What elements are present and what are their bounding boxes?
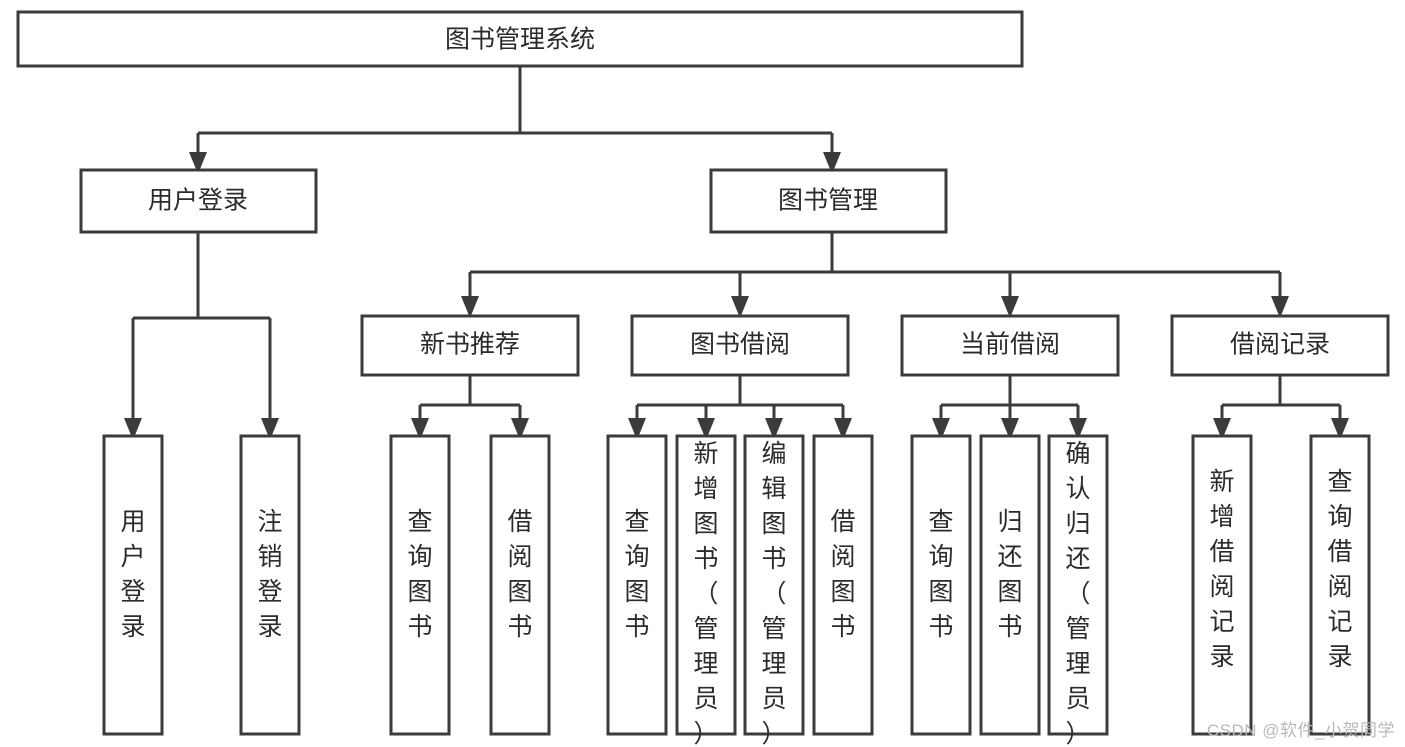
node-book-manage[interactable]: 图书管理 bbox=[709, 168, 948, 234]
edges-user-login-to-leaves bbox=[124, 232, 279, 440]
node-leaf-query-book-2-box[interactable] bbox=[606, 434, 668, 736]
node-borrow-record[interactable]: 借阅记录 bbox=[1170, 314, 1390, 377]
node-leaf-query-book-3-label: 查询图书 bbox=[928, 508, 953, 641]
leaf-nodes: 用户登录 注销登录 查询图书 借阅图书 查询图书 新增图书（管理员） 编辑图书（… bbox=[102, 434, 1371, 747]
node-leaf-add-book-label: 新增图书（管理员） bbox=[693, 440, 718, 747]
node-leaf-add-book[interactable]: 新增图书（管理员） bbox=[675, 434, 737, 747]
node-book-borrow-label: 图书借阅 bbox=[690, 331, 790, 359]
node-user-login-box[interactable] bbox=[79, 168, 318, 234]
node-root-label: 图书管理系统 bbox=[445, 26, 595, 54]
node-leaf-return-book-box[interactable] bbox=[979, 434, 1041, 736]
node-user-login-label: 用户登录 bbox=[148, 187, 248, 215]
node-new-book-recommend-box[interactable] bbox=[360, 314, 580, 377]
node-leaf-query-book-2[interactable]: 查询图书 bbox=[606, 434, 668, 736]
node-leaf-logout-label: 注销登录 bbox=[257, 508, 282, 641]
node-leaf-query-book-1[interactable]: 查询图书 bbox=[389, 434, 451, 736]
node-leaf-add-book-box[interactable] bbox=[675, 434, 737, 736]
node-leaf-query-book-3[interactable]: 查询图书 bbox=[910, 434, 972, 736]
node-book-borrow-box[interactable] bbox=[630, 314, 850, 377]
node-borrow-record-label: 借阅记录 bbox=[1230, 331, 1330, 359]
node-current-borrow[interactable]: 当前借阅 bbox=[900, 314, 1120, 377]
node-book-borrow[interactable]: 图书借阅 bbox=[630, 314, 850, 377]
node-current-borrow-label: 当前借阅 bbox=[960, 331, 1060, 359]
node-leaf-borrow-book-1-label: 借阅图书 bbox=[507, 508, 532, 641]
node-leaf-user-login-label: 用户登录 bbox=[120, 508, 145, 641]
node-leaf-user-login-box[interactable] bbox=[102, 434, 164, 736]
node-book-manage-box[interactable] bbox=[709, 168, 948, 234]
node-leaf-borrow-book-2[interactable]: 借阅图书 bbox=[812, 434, 874, 736]
node-leaf-borrow-book-2-box[interactable] bbox=[812, 434, 874, 736]
node-current-borrow-box[interactable] bbox=[900, 314, 1120, 377]
edges-book-manage-to-level3 bbox=[461, 232, 1289, 318]
node-leaf-add-record[interactable]: 新增借阅记录 bbox=[1191, 434, 1253, 736]
node-leaf-query-record[interactable]: 查询借阅记录 bbox=[1309, 434, 1371, 736]
node-leaf-query-record-box[interactable] bbox=[1309, 434, 1371, 736]
edges-new-book-recommend-to-leaves bbox=[411, 375, 529, 440]
node-root-box[interactable] bbox=[16, 10, 1024, 68]
node-leaf-query-record-label: 查询借阅记录 bbox=[1327, 468, 1352, 671]
node-leaf-edit-book[interactable]: 编辑图书（管理员） bbox=[743, 434, 805, 747]
node-borrow-record-box[interactable] bbox=[1170, 314, 1390, 377]
node-leaf-add-record-box[interactable] bbox=[1191, 434, 1253, 736]
node-book-manage-label: 图书管理 bbox=[778, 187, 878, 215]
node-leaf-query-book-3-box[interactable] bbox=[910, 434, 972, 736]
edges-borrow-record-to-leaves bbox=[1213, 375, 1349, 440]
node-leaf-borrow-book-2-label: 借阅图书 bbox=[830, 508, 855, 641]
node-leaf-logout-box[interactable] bbox=[239, 434, 301, 736]
node-leaf-edit-book-label: 编辑图书（管理员） bbox=[761, 440, 786, 747]
node-leaf-logout[interactable]: 注销登录 bbox=[239, 434, 301, 736]
edges-current-borrow-to-leaves bbox=[932, 375, 1087, 440]
node-leaf-confirm-return-box[interactable] bbox=[1047, 434, 1109, 736]
node-leaf-user-login[interactable]: 用户登录 bbox=[102, 434, 164, 736]
edges-root-to-level2 bbox=[189, 66, 841, 174]
node-leaf-return-book-label: 归还图书 bbox=[997, 508, 1022, 641]
node-leaf-query-book-2-label: 查询图书 bbox=[624, 508, 649, 641]
node-leaf-borrow-book-1-box[interactable] bbox=[489, 434, 551, 736]
node-leaf-query-book-1-label: 查询图书 bbox=[407, 508, 432, 641]
node-leaf-add-record-label: 新增借阅记录 bbox=[1209, 468, 1234, 671]
node-leaf-return-book[interactable]: 归还图书 bbox=[979, 434, 1041, 736]
node-new-book-recommend[interactable]: 新书推荐 bbox=[360, 314, 580, 377]
node-root[interactable]: 图书管理系统 bbox=[16, 10, 1024, 68]
node-leaf-borrow-book-1[interactable]: 借阅图书 bbox=[489, 434, 551, 736]
edges-book-borrow-to-leaves bbox=[628, 375, 852, 440]
node-new-book-recommend-label: 新书推荐 bbox=[420, 331, 520, 359]
node-leaf-confirm-return[interactable]: 确认归还（管理员） bbox=[1047, 434, 1109, 747]
node-leaf-confirm-return-label: 确认归还（管理员） bbox=[1065, 440, 1090, 747]
node-leaf-query-book-1-box[interactable] bbox=[389, 434, 451, 736]
node-leaf-edit-book-box[interactable] bbox=[743, 434, 805, 736]
node-user-login[interactable]: 用户登录 bbox=[79, 168, 318, 234]
